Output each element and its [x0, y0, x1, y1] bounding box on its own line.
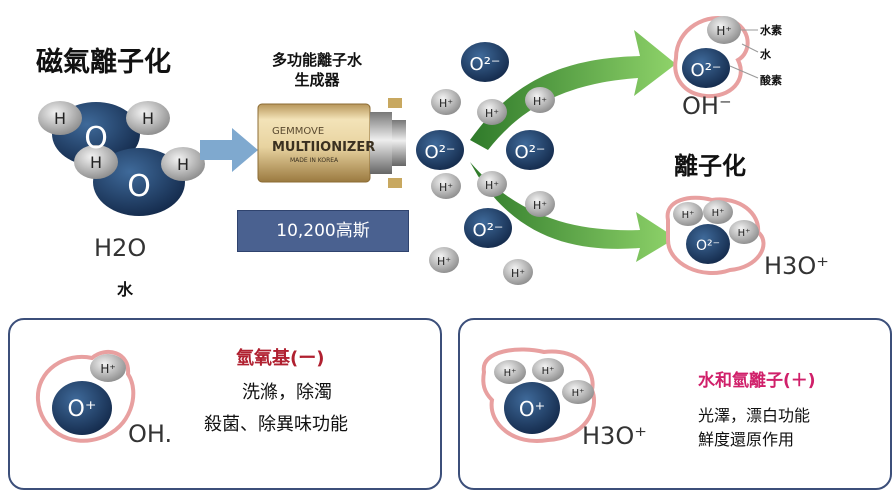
- oxygen-ion: [461, 42, 509, 82]
- panel-right-line2: 鮮度還原作用: [698, 430, 795, 449]
- svg-text:H⁺: H⁺: [439, 97, 453, 110]
- hydrogen-ion: [532, 358, 564, 382]
- panel-left-line2: 殺菌、除異味功能: [204, 414, 348, 435]
- svg-text:H⁺: H⁺: [439, 181, 453, 194]
- oxygen-ion: [686, 224, 730, 264]
- svg-text:O⁺: O⁺: [68, 397, 97, 422]
- panel-right-line1: 光澤，漂白功能: [698, 406, 811, 425]
- hydrogen-atom: [74, 145, 118, 179]
- oxygen-ion: [416, 130, 464, 170]
- svg-text:H⁺: H⁺: [533, 199, 547, 212]
- svg-text:O²⁻: O²⁻: [515, 142, 546, 163]
- legend-water: 水: [760, 48, 771, 61]
- hydrogen-ion: [673, 202, 703, 226]
- ionization-heading: 離子化: [674, 152, 746, 180]
- svg-text:O²⁻: O²⁻: [696, 238, 720, 254]
- svg-text:O⁺: O⁺: [519, 397, 545, 421]
- svg-text:H⁺: H⁺: [100, 362, 115, 376]
- atom-label: O: [84, 121, 108, 156]
- arrow-up-right-icon: [470, 30, 676, 150]
- legend-hydrogen: 水素: [760, 24, 782, 37]
- svg-text:H⁺: H⁺: [738, 228, 751, 239]
- hydrogen-ion: [525, 191, 555, 217]
- gauss-badge: 10,200高斯: [237, 210, 409, 252]
- svg-text:O²⁻: O²⁻: [470, 54, 501, 75]
- hydrogen-ion: [431, 173, 461, 199]
- hydroxide-formula: OH⁻: [682, 92, 732, 120]
- svg-text:O²⁻: O²⁻: [473, 220, 504, 241]
- hydrogen-ion: [431, 89, 461, 115]
- arrow-right-icon: [200, 128, 258, 172]
- svg-text:H⁺: H⁺: [712, 208, 725, 219]
- panel-right-title: 水和氫離子(＋): [698, 371, 816, 391]
- oxygen-ion: [506, 130, 554, 170]
- panel-left-title: 氫氧基(ー): [236, 348, 325, 369]
- svg-text:H⁺: H⁺: [572, 388, 585, 399]
- hydrogen-ion: [707, 16, 741, 44]
- hydrogen-atom: [126, 101, 170, 135]
- water-molecule-cluster: O O H H H H: [38, 101, 205, 216]
- ionizer-device: GEMMOVE MULTIIONIZER MADE IN KOREA: [257, 98, 406, 188]
- svg-text:H⁺: H⁺: [511, 267, 525, 280]
- hydrogen-ion: [90, 354, 126, 382]
- atom-label: H: [177, 155, 189, 174]
- panel-left-line1: 洗滌，除濁: [242, 382, 332, 403]
- oxygen-ion: [52, 381, 112, 435]
- hydrogen-ion: [477, 171, 507, 197]
- hydrogen-ion: [729, 220, 759, 244]
- atom-label: H: [142, 109, 154, 128]
- hydrogen-ion: [562, 380, 594, 404]
- oxygen-ion: [464, 208, 512, 248]
- hydrogen-ion: [494, 360, 526, 384]
- page-title: 磁氣離子化: [36, 47, 171, 78]
- device-model: MULTIIONIZER: [272, 140, 375, 155]
- hydrogen-atom: [38, 101, 82, 135]
- svg-text:O²⁻: O²⁻: [425, 142, 456, 163]
- hydrogen-ion: [503, 259, 533, 285]
- hydronium-formula: H3O⁺: [764, 252, 829, 280]
- hydrogen-ion: [477, 99, 507, 125]
- svg-text:H⁺: H⁺: [485, 107, 499, 120]
- generator-label-line1: 多功能離子水: [271, 51, 362, 69]
- device-brand: GEMMOVE: [272, 126, 324, 137]
- hydrogen-ion: [703, 200, 733, 224]
- atom-label: H: [90, 153, 102, 172]
- atom-label: O: [127, 169, 151, 204]
- hydrogen-ion: [525, 87, 555, 113]
- svg-text:H⁺: H⁺: [437, 255, 451, 268]
- device-origin: MADE IN KOREA: [290, 157, 339, 164]
- water-formula: H2O: [94, 234, 147, 262]
- arrow-down-right-icon: [470, 162, 676, 262]
- water-name: 水: [117, 280, 134, 299]
- svg-text:H⁺: H⁺: [542, 366, 555, 377]
- hydrogen-ion: [429, 247, 459, 273]
- oxygen-ion: [682, 48, 730, 88]
- svg-text:O²⁻: O²⁻: [691, 60, 722, 81]
- ion-cloud: O²⁻ O²⁻ O²⁻ O²⁻ H⁺ H⁺ H⁺ H⁺ H⁺ H⁺ H⁺ H⁺: [416, 42, 555, 285]
- svg-text:H⁺: H⁺: [504, 368, 517, 379]
- hydronium-ion: O²⁻ H⁺ H⁺ H⁺: [665, 195, 766, 276]
- oxygen-ion: [504, 382, 560, 434]
- svg-text:H⁺: H⁺: [716, 24, 731, 38]
- panel-right-molecule: O⁺ H⁺ H⁺ H⁺: [481, 347, 596, 443]
- svg-text:H⁺: H⁺: [682, 210, 695, 221]
- generator-label-line2: 生成器: [294, 71, 340, 89]
- generator-label: 多功能離子水 生成器: [232, 50, 402, 90]
- svg-text:H⁺: H⁺: [533, 95, 547, 108]
- hydroxide-ion: O²⁻ H⁺: [673, 16, 759, 99]
- panel-left-molecule: O⁺ H⁺: [35, 349, 136, 443]
- hydrogen-atom: [161, 147, 205, 181]
- svg-text:H⁺: H⁺: [485, 179, 499, 192]
- panel-right-formula: H3O⁺: [582, 422, 647, 450]
- panel-left-formula: OH.: [128, 420, 173, 448]
- legend-oxygen: 酸素: [760, 74, 782, 87]
- atom-label: H: [54, 109, 66, 128]
